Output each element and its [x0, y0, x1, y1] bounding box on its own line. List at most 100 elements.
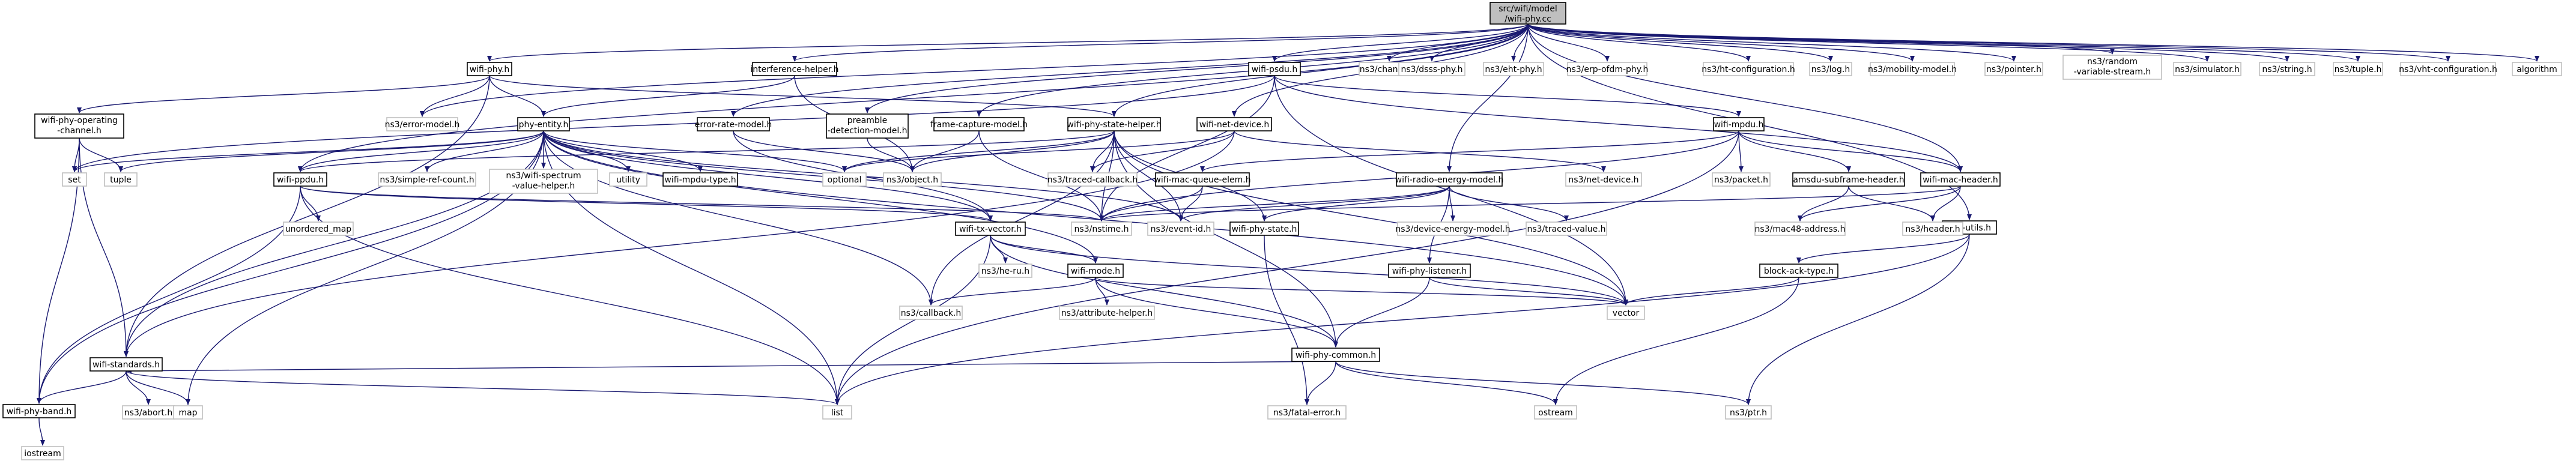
dependency-edge [865, 23, 1529, 113]
dependency-edge [543, 130, 993, 221]
node-box [1490, 2, 1566, 25]
node-label: ns3/ht-configuration.h [1702, 65, 1795, 74]
edge-wifi_phy_state_helper-to-vector [1114, 130, 1628, 306]
node-ostream: ostream [1534, 405, 1577, 420]
node-wifi-phy-opch[interactable]: wifi-phy-operating-channel.h [34, 113, 124, 139]
node-label: ns3/callback.h [901, 309, 961, 318]
node-wifi-phy-state-helper[interactable]: wifi-phy-state-helper.h [1067, 117, 1162, 131]
node-wifi-mpdu-type[interactable]: wifi-mpdu-type.h [662, 172, 738, 187]
dependency-edge [79, 137, 129, 357]
node-label: frame-capture-model.h [930, 120, 1028, 130]
node-label: wifi-mpdu.h [1714, 120, 1764, 130]
dependency-edge [835, 235, 991, 405]
node-box [978, 264, 1032, 278]
edge-wifi_phy_common-to-ostream [1335, 361, 1558, 405]
node-box [1047, 172, 1138, 187]
node-wifi-mode[interactable]: wifi-mode.h [1067, 264, 1124, 278]
node-box [1388, 264, 1471, 278]
node-box [933, 117, 1025, 131]
node-amsdu[interactable]: amsdu-subframe-header.h [1792, 172, 1905, 187]
dependency-edge [1114, 130, 1628, 306]
node-box [822, 405, 852, 420]
node-ns3-random: ns3/random-variable-stream.h [2062, 55, 2162, 80]
edge-wifi_phy_h-to-ns3_error_model [420, 75, 490, 117]
node-label: ns3/simulator.h [2175, 65, 2240, 74]
edge-wifi_standards-to-list [126, 370, 840, 405]
edge-wifi_phy_state_helper-to-optional [842, 130, 1115, 172]
node-block-ack-type[interactable]: block-ack-type.h [1759, 264, 1838, 278]
dependency-edge [1387, 23, 1529, 62]
node-ns3-ptr: ns3/ptr.h [1725, 405, 1772, 420]
node-label: wifi-mac-header.h [1923, 175, 1998, 185]
node-interference-helper[interactable]: interference-helper.h [750, 62, 839, 76]
edge-wifi_phy_listener-to-wifi_phy_common [1333, 277, 1430, 348]
node-preamble-det[interactable]: preamble-detection-model.h [826, 113, 909, 139]
node-label: wifi-phy-operating-channel.h [41, 116, 118, 136]
dependency-edge [929, 130, 1115, 306]
dependency-edge [1930, 185, 1961, 221]
edge-wifi_mac_header-to-ns3_mac48 [1798, 185, 1961, 221]
dependency-edge [1099, 185, 1450, 221]
node-wifi-phy-band[interactable]: wifi-phy-band.h [2, 404, 76, 418]
edge-frame_capture-to-ns3_nstime [978, 130, 1104, 221]
node-wifi-mac-header[interactable]: wifi-mac-header.h [1920, 172, 2001, 187]
dependency-edge [420, 75, 490, 117]
node-wifi-standards[interactable]: wifi-standards.h [89, 357, 163, 372]
node-wifi-phy-common[interactable]: wifi-phy-common.h [1291, 348, 1380, 362]
node-error-rate-model[interactable]: error-rate-model.h [695, 117, 772, 131]
node-label: ns3/object.h [886, 175, 938, 185]
node-label: ns3/mac48-address.h [1755, 224, 1846, 234]
edge-wifi_radio_energy-to-ns3_event_id [1178, 185, 1450, 221]
node-box [1059, 306, 1155, 320]
node-box [1248, 62, 1301, 76]
node-box [1713, 117, 1765, 131]
edge-wifi_phy_state_helper-to-ns3_event_id [1114, 130, 1183, 221]
node-ns3-string: ns3/string.h [2259, 62, 2315, 76]
node-ns3-simulator: ns3/simulator.h [2173, 62, 2241, 76]
dependency-edge [1796, 234, 1970, 264]
node-box [1809, 62, 1852, 76]
node-wifi-ppdu[interactable]: wifi-ppdu.h [273, 172, 327, 187]
node-wifi-phy-state[interactable]: wifi-phy-state.h [1229, 221, 1299, 236]
node-label: wifi-mode.h [1071, 267, 1120, 276]
edge-wifi_phy_state-to-ns3_fatal_error [1264, 235, 1309, 405]
dependency-edge [1090, 130, 1235, 172]
node-label: wifi-standards.h [92, 360, 160, 370]
node-wifi-phy-listener[interactable]: wifi-phy-listener.h [1388, 264, 1471, 278]
node-phy-entity[interactable]: phy-entity.h [517, 117, 570, 131]
node-box [2062, 55, 2162, 80]
edge-phy_entity-to-ns3_callback [543, 130, 933, 306]
node-box [826, 113, 909, 139]
edge-root-to-error_rate_model [731, 23, 1529, 117]
dependency-edge [1272, 23, 1529, 62]
dependency-edge [1333, 277, 1430, 348]
node-root[interactable]: src/wifi/model/wifi-phy.cc [1490, 2, 1566, 25]
node-wifi-mpdu[interactable]: wifi-mpdu.h [1713, 117, 1765, 131]
node-wifi-tx-vector[interactable]: wifi-tx-vector.h [955, 221, 1026, 236]
edge-wifi_phy_h-to-wifi_phy_state_helper [489, 75, 1117, 117]
node-wifi-mac-queue-elem[interactable]: wifi-mac-queue-elem.h [1154, 172, 1251, 187]
node-label: wifi-phy-band.h [7, 407, 72, 417]
node-ns3-attribute-helper: ns3/attribute-helper.h [1059, 306, 1155, 320]
node-wifi-net-device[interactable]: wifi-net-device.h [1196, 117, 1272, 131]
edges-layer [37, 23, 2539, 446]
node-box [1754, 221, 1846, 236]
node-label: block-ack-type.h [1764, 267, 1834, 276]
dependency-edge [489, 75, 546, 117]
node-label: ns3/simple-ref-count.h [380, 175, 474, 185]
dependency-edge [731, 23, 1529, 117]
node-wifi-phy-h[interactable]: wifi-phy.h [467, 62, 512, 76]
node-wifi-radio-energy[interactable]: wifi-radio-energy-model.h [1395, 172, 1504, 187]
edge-wifi_ppdu-to-wifi_tx_vector [300, 185, 993, 221]
edge-block_ack_type-to-ostream [1553, 277, 1799, 405]
dependency-edge [300, 185, 993, 221]
dependency-edge [1200, 130, 1739, 172]
node-wifi-psdu[interactable]: wifi-psdu.h [1248, 62, 1301, 76]
node-box [386, 117, 458, 131]
node-box [21, 446, 64, 460]
node-ns3-nstime: ns3/nstime.h [1071, 221, 1132, 236]
edge-preamble_det-to-ns3_object [867, 137, 915, 172]
edge-wifi_mpdu-to-amsdu [1738, 130, 1851, 172]
node-frame-capture[interactable]: frame-capture-model.h [930, 117, 1028, 131]
